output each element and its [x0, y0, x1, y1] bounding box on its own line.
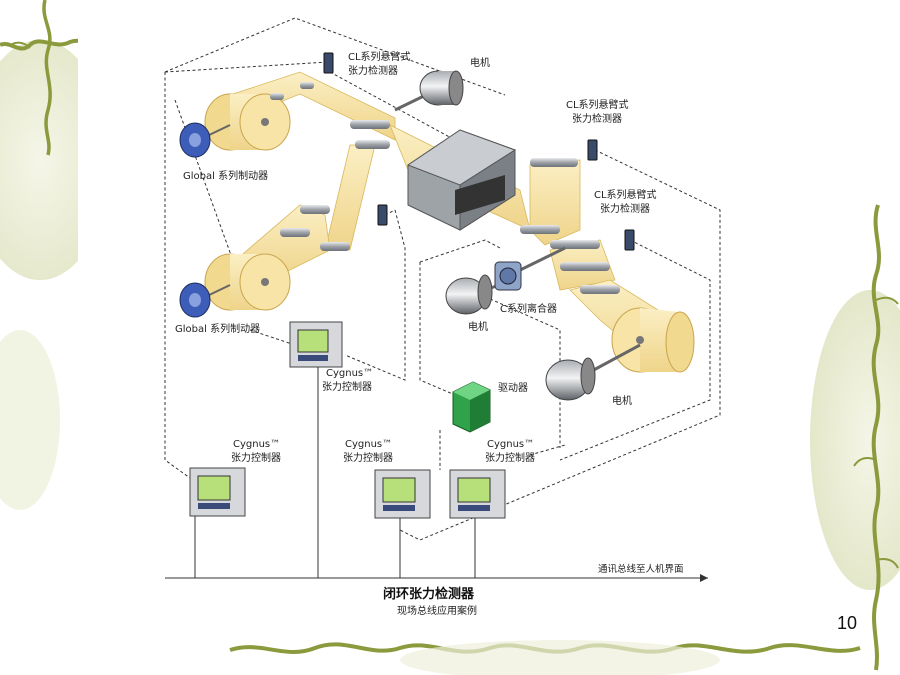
brake-top-shape: [179, 122, 231, 158]
cygnus-right-label-line2: 张力控制器: [485, 451, 535, 464]
cygnus-mid-label-line1: Cygnus™: [326, 368, 373, 379]
cl-sensor-3-label-line2: 张力检测器: [600, 202, 650, 215]
controller-mid: [289, 321, 343, 368]
motor-right-label: 电机: [612, 394, 632, 407]
cl-sensor-3-shape: [624, 229, 635, 251]
diagram-subtitle: 现场总线应用案例: [397, 604, 477, 617]
motor-top-shape: [394, 70, 464, 112]
idler-rollers: [270, 82, 620, 294]
rewind-roll: [611, 307, 695, 373]
fieldbus: [165, 367, 708, 582]
driver-box: [452, 381, 491, 433]
leaf-decoration-right: [810, 204, 900, 671]
clutch-shape: [494, 246, 566, 291]
brake-bottom-shape: [179, 282, 231, 318]
cygnus-left-label-line1: Cygnus™: [233, 439, 280, 450]
cl-sensor-1-label-line1: CL系列悬臂式: [348, 50, 411, 63]
cl-sensor-4-shape: [377, 204, 388, 226]
cygnus-left-label-line2: 张力控制器: [231, 451, 281, 464]
unwind-roll-bottom: [204, 253, 291, 311]
cl-sensor-3-label-line1: CL系列悬臂式: [594, 188, 657, 201]
unwind-roll-top: [204, 93, 291, 151]
page-number: 10: [837, 613, 857, 633]
bus-label: 通讯总线至人机界面: [598, 563, 684, 575]
wiring-dashed: [164, 17, 721, 541]
clutch-label: C系列离合器: [500, 302, 557, 315]
cl-sensor-2-shape: [587, 139, 598, 161]
cygnus-center-label-line2: 张力控制器: [343, 451, 393, 464]
controller-center: [374, 469, 431, 519]
motor-mid-label: 电机: [468, 320, 488, 333]
brake-top-label: Global 系列制动器: [183, 169, 268, 182]
leaf-decoration-bottom: [229, 640, 861, 675]
cl-sensor-2-label-line1: CL系列悬臂式: [566, 98, 629, 111]
motor-top-label: 电机: [470, 56, 490, 69]
cygnus-mid-label-line2: 张力控制器: [322, 380, 372, 393]
motor-right-shape: [545, 343, 641, 401]
diagram-title: 闭环张力检测器: [383, 586, 475, 602]
controller-right: [449, 469, 506, 519]
cl-sensor-2-label-line2: 张力检测器: [572, 112, 622, 125]
process-unit: [406, 129, 517, 231]
cl-sensor-1-shape: [323, 52, 334, 74]
cygnus-right-label-line1: Cygnus™: [487, 439, 534, 450]
cygnus-center-label-line1: Cygnus™: [345, 439, 392, 450]
driver-label: 驱动器: [498, 382, 528, 394]
controller-left: [189, 467, 246, 517]
brake-bottom-label: Global 系列制动器: [175, 322, 260, 335]
cl-sensor-1-label-line2: 张力检测器: [348, 64, 398, 77]
